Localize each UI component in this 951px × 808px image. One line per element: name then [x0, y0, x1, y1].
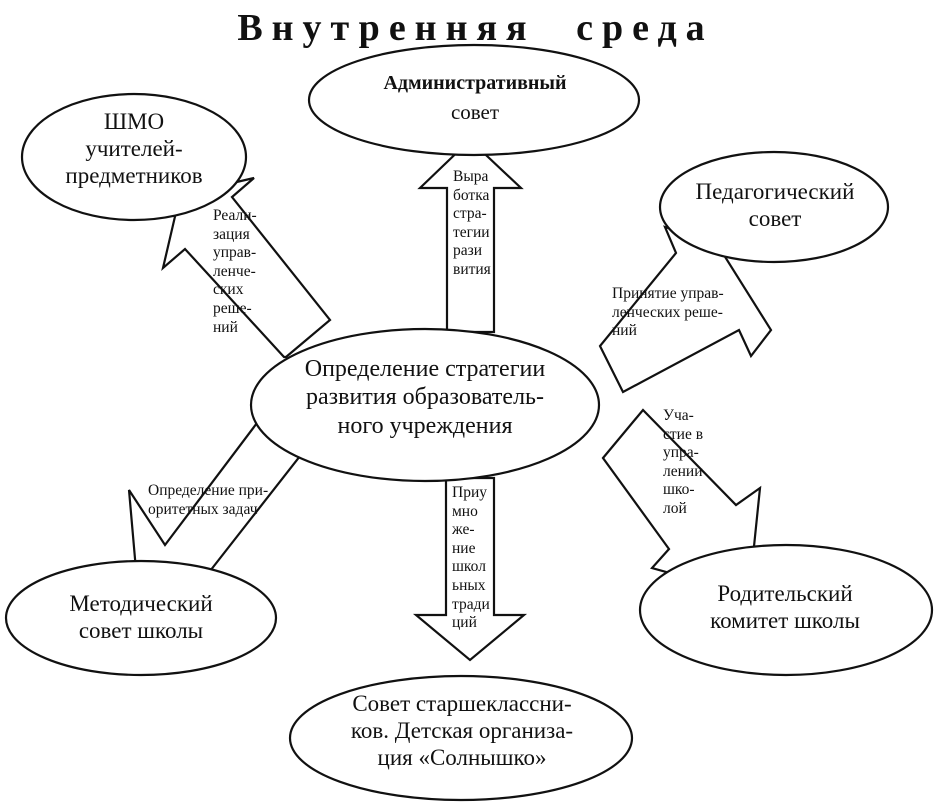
center-node-label: Определение стратегии развития образоват… [304, 356, 546, 439]
arrow-to-admin [417, 138, 524, 334]
admin-arrow-label: Выра ботка стра- тегии рази вития [453, 168, 491, 278]
methodical-node-label: Методический совет школы [69, 591, 213, 644]
shmo-node-ellipse [20, 92, 248, 222]
shmo-arrow-label: Реали- зация управ- ленче- ских реше- ни… [213, 207, 257, 336]
diagram-title: Внутренняя среда [237, 7, 714, 49]
seniors-node-label: Совет старшеклассни- ков. Детская органи… [350, 691, 574, 771]
parents-node-label: Родительский комитет школы [710, 581, 860, 634]
admin-node-ellipse [307, 43, 641, 157]
parents-node-ellipse [638, 543, 934, 677]
arrow-to-pedagogical [598, 225, 773, 394]
pedagogical-node-label: Педагогический совет [695, 179, 855, 232]
seniors-arrow-label: Приу мно же- ние школ ьных тради ций [452, 484, 490, 632]
methodical-arrow-label: Определение при- оритетных задач [148, 482, 269, 518]
pedagogical-arrow-label: Принятие управ- ленческих реше- ний [612, 285, 724, 340]
admin-node-subtitle: совет [450, 100, 500, 124]
parents-arrow-label: Уча- стие в упра- лении шко- лой [663, 407, 704, 517]
admin-node-title: Административный [383, 72, 567, 94]
arrow-to-parents [601, 408, 762, 597]
seniors-node-ellipse [288, 674, 634, 802]
center-node-ellipse [249, 327, 601, 483]
pedagogical-node-ellipse [658, 150, 890, 264]
methodical-node-ellipse [4, 559, 278, 677]
arrow-to-seniors [412, 476, 528, 662]
shmo-node-label: ШМО учителей- предметников [65, 109, 203, 189]
